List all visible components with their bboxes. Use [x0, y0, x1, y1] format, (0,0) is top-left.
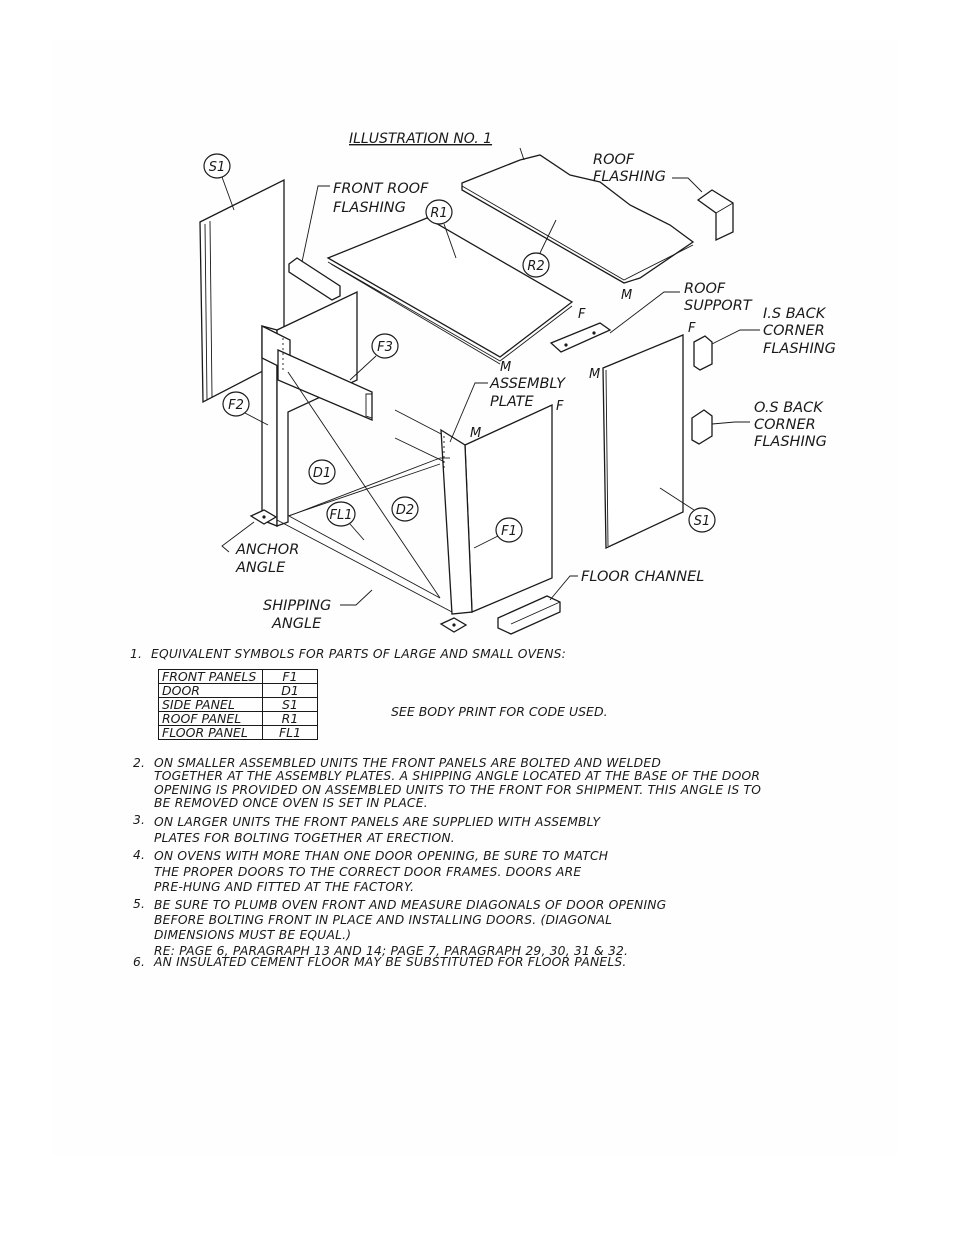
- callout-f2-text: F2: [228, 398, 244, 413]
- table-cell-code: D1: [262, 683, 318, 698]
- table-cell-code: F1: [262, 669, 318, 684]
- see-body-print-note: SEE BODY PRINT FOR CODE USED.: [391, 704, 608, 719]
- front-roof-flashing-leader: [301, 185, 330, 263]
- note-4-text: ON OVENS WITH MORE THAN ONE DOOR OPENING…: [154, 849, 609, 894]
- shipping-angle-label-2: ANGLE: [271, 616, 322, 632]
- anchor-angle-leader: [221, 521, 255, 553]
- oven-front-frame: [261, 290, 553, 615]
- os-flashing-label-1: O.S BACK: [754, 400, 824, 416]
- roof-support-label-1: ROOF: [684, 281, 726, 297]
- callout-r2: R2: [522, 219, 557, 278]
- os-flashing-leader: [711, 421, 750, 425]
- anchor-angle-label-1: ANCHOR: [235, 542, 299, 558]
- roof-flashing-piece: [696, 189, 734, 242]
- front-panel-mark-m: M: [470, 426, 481, 441]
- roof-mark-f: F: [578, 307, 586, 322]
- floor-channel-leader: [549, 575, 578, 601]
- is-flashing-leader: [711, 329, 760, 345]
- front-roof-flashing-label-1: FRONT ROOF: [333, 181, 429, 197]
- assembly-plate-leader: [449, 382, 488, 443]
- note-3-number: 3.: [133, 813, 146, 827]
- note-4-number: 4.: [133, 848, 146, 862]
- front-roof-flashing-part: [288, 257, 341, 301]
- note-1-number: 1.: [130, 647, 143, 661]
- is-flashing-label-1: I.S BACK: [763, 306, 827, 322]
- roof-flashing-label-1: ROOF: [593, 152, 635, 168]
- table-cell-part: SIDE PANEL: [158, 697, 263, 712]
- is-back-corner-flashing-part: [693, 335, 713, 371]
- callout-r2-text: R2: [527, 259, 544, 274]
- front-roof-flashing-label-2: FLASHING: [333, 200, 406, 216]
- roof-support-label-2: SUPPORT: [684, 298, 753, 314]
- callout-f3-text: F3: [377, 340, 393, 355]
- callout-fl1: FL1: [326, 501, 365, 541]
- shipping-angle-label-1: SHIPPING: [263, 598, 331, 614]
- roof-support-leader: [609, 291, 680, 334]
- exploded-assembly-drawing: ILLUSTRATION NO. 1 ROOF FLASHING M F M F: [199, 131, 836, 635]
- side-panel-mark-m: M: [589, 367, 600, 382]
- note-2-text: ON SMALLER ASSEMBLED UNITS THE FRONT PAN…: [154, 756, 762, 811]
- note-3-text: ON LARGER UNITS THE FRONT PANELS ARE SUP…: [154, 815, 601, 845]
- anchor-angle-label-2: ANGLE: [235, 560, 286, 576]
- assembly-plate-label-1: ASSEMBLY: [489, 376, 566, 392]
- shipping-angle-leader: [340, 589, 373, 606]
- table-cell-part: FRONT PANELS: [158, 669, 263, 684]
- os-back-corner-flashing-part: [691, 409, 713, 445]
- is-flashing-label-2: CORNER: [763, 323, 825, 339]
- table-cell-part: ROOF PANEL: [158, 711, 263, 726]
- shipping-angle-part: [439, 617, 468, 633]
- note-2-number: 2.: [133, 756, 146, 770]
- table-cell-code: R1: [262, 711, 318, 726]
- front-panel-mark-f: F: [556, 399, 564, 414]
- table-cell-code: FL1: [262, 725, 318, 740]
- callout-d1-text: D1: [313, 466, 331, 481]
- callout-s1-right-text: S1: [694, 514, 711, 529]
- os-flashing-label-3: FLASHING: [754, 434, 827, 450]
- is-flashing-label-3: FLASHING: [763, 341, 836, 357]
- right-side-panel: [602, 334, 684, 550]
- roof-flashing-label-2: FLASHING: [593, 169, 666, 185]
- callout-r1: R1: [425, 199, 457, 259]
- callout-d2-text: D2: [396, 503, 414, 518]
- assembly-plate-label-2: PLATE: [490, 394, 535, 410]
- table-cell-part: FLOOR PANEL: [158, 725, 263, 740]
- callout-fl1-text: FL1: [330, 508, 353, 523]
- table-cell-part: DOOR: [158, 683, 263, 698]
- callout-f1-text: F1: [501, 524, 517, 539]
- roof-panel: [326, 217, 574, 365]
- floor-channel-label: FLOOR CHANNEL: [581, 569, 704, 585]
- note-5-text: BE SURE TO PLUMB OVEN FRONT AND MEASURE …: [154, 898, 667, 958]
- callout-r1-text: R1: [430, 206, 447, 221]
- roof-mark-m: M: [621, 288, 632, 303]
- floor-channel-part: [497, 595, 561, 635]
- note-6-text: AN INSULATED CEMENT FLOOR MAY BE SUBSTIT…: [154, 955, 627, 969]
- note-6-number: 6.: [133, 955, 146, 969]
- anchor-angle-part: [249, 509, 278, 525]
- callout-s1-right: S1: [659, 487, 716, 533]
- callout-d2: D2: [391, 496, 419, 522]
- callout-s1-left: S1: [203, 153, 235, 211]
- table-cell-code: S1: [262, 697, 318, 712]
- callout-s1-left-text: S1: [209, 160, 226, 175]
- os-flashing-label-2: CORNER: [754, 417, 816, 433]
- illustration-title: ILLUSTRATION NO. 1: [349, 131, 492, 147]
- callout-f3: F3: [349, 333, 399, 381]
- roof-support-part: [549, 322, 612, 353]
- callout-f1: F1: [473, 517, 523, 549]
- side-mark-f: F: [688, 321, 696, 336]
- callout-d1: D1: [308, 459, 336, 485]
- roof-flashing-part: [461, 147, 695, 284]
- note-5-number: 5.: [133, 897, 146, 911]
- roof-front-mark-m: M: [500, 360, 511, 375]
- note-1-text: EQUIVALENT SYMBOLS FOR PARTS OF LARGE AN…: [151, 647, 567, 661]
- callout-f2: F2: [222, 391, 269, 426]
- roof-flashing-leader: [672, 177, 703, 193]
